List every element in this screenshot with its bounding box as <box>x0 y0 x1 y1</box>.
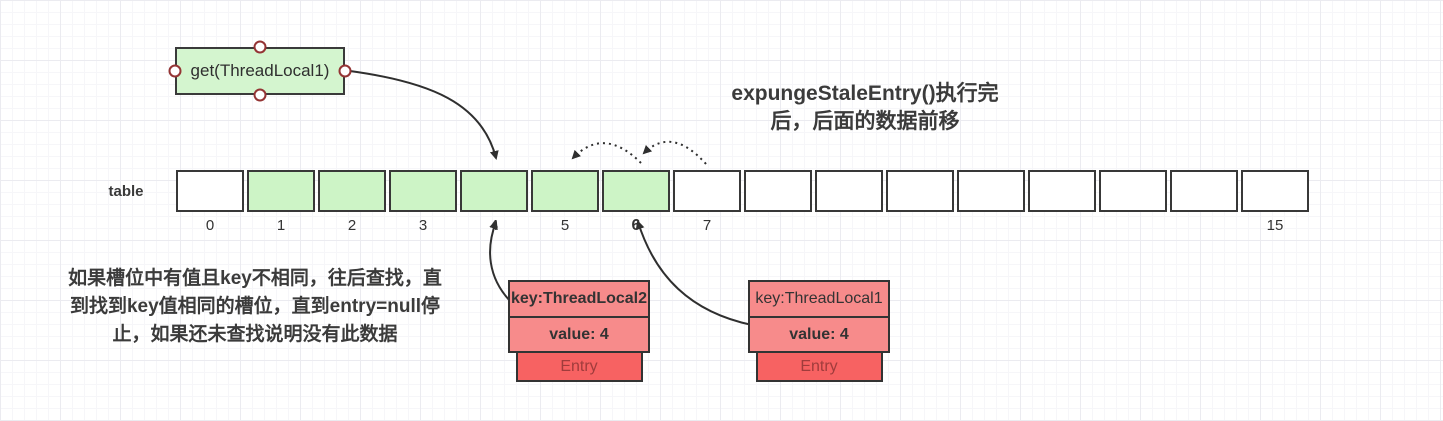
entry-threadlocal2-value: value: 4 <box>508 316 650 353</box>
index-label-10 <box>886 217 954 235</box>
dotted-arrow-slot6-to-slot5[interactable] <box>571 142 642 164</box>
entry-threadlocal1-value: value: 4 <box>748 316 890 353</box>
index-label-7: 7 <box>702 217 712 234</box>
index-label-0: 0 <box>205 217 215 234</box>
index-label-4: 4 <box>489 217 499 234</box>
table-slot-12[interactable] <box>1028 170 1096 212</box>
selection-handle-bottom[interactable] <box>253 88 267 102</box>
selection-handle-right[interactable] <box>338 64 352 78</box>
table-slot-3[interactable] <box>389 170 457 212</box>
table-index-row: 0 1 2 3 4 5 6 7 15 <box>176 217 1309 235</box>
index-label-8 <box>744 217 812 235</box>
entry-threadlocal2-key: key:ThreadLocal2 <box>508 280 650 318</box>
table-slot-7[interactable] <box>673 170 741 212</box>
table-slot-9[interactable] <box>815 170 883 212</box>
entry-threadlocal2-label: Entry <box>515 351 643 382</box>
index-label-12 <box>1028 217 1096 235</box>
table-slot-4[interactable] <box>460 170 528 212</box>
index-label-2: 2 <box>347 217 357 234</box>
table-slot-2[interactable] <box>318 170 386 212</box>
index-label-11 <box>957 217 1025 235</box>
note-line-3: 止，如果还未查找说明没有此数据 <box>112 324 398 345</box>
index-label-15: 15 <box>1266 217 1284 234</box>
table-slot-5[interactable] <box>531 170 599 212</box>
table-slot-15[interactable] <box>1241 170 1309 212</box>
dotted-arrow-slot7-to-slot6[interactable] <box>642 140 707 165</box>
table-array <box>176 170 1309 212</box>
note-annotation[interactable]: 如果槽位中有值且key不相同，往后查找，直 到找到key值相同的槽位，直到ent… <box>30 265 480 349</box>
title-line-1: expungeStaleEntry()执行完 <box>731 82 999 105</box>
note-line-2: 到找到key值相同的槽位，直到entry=null停 <box>69 296 441 317</box>
entry-threadlocal1-key: key:ThreadLocal1 <box>748 280 890 318</box>
get-threadlocal1-box[interactable]: get(ThreadLocal1) <box>168 40 352 102</box>
entry-threadlocal2[interactable]: key:ThreadLocal2 value: 4 Entry <box>508 280 650 382</box>
index-label-6: 6 <box>631 217 641 234</box>
arrow-entry1-to-slot6[interactable] <box>635 220 753 326</box>
table-slot-6[interactable] <box>602 170 670 212</box>
title-line-2: 后，后面的数据前移 <box>770 110 960 133</box>
table-slot-10[interactable] <box>886 170 954 212</box>
selection-handle-top[interactable] <box>253 40 267 54</box>
table-slot-14[interactable] <box>1170 170 1238 212</box>
table-slot-13[interactable] <box>1099 170 1167 212</box>
index-label-5: 5 <box>560 217 570 234</box>
index-label-13 <box>1099 217 1167 235</box>
index-label-1: 1 <box>276 217 286 234</box>
arrow-get-to-slot4[interactable] <box>349 70 499 160</box>
table-slot-8[interactable] <box>744 170 812 212</box>
get-threadlocal1-label: get(ThreadLocal1) <box>190 61 330 80</box>
entry-threadlocal1-label: Entry <box>755 351 883 382</box>
note-line-1: 如果槽位中有值且key不相同，往后查找，直 <box>68 268 442 289</box>
index-label-14 <box>1170 217 1238 235</box>
title-annotation[interactable]: expungeStaleEntry()执行完 后，后面的数据前移 <box>665 80 1065 136</box>
selection-handle-left[interactable] <box>168 64 182 78</box>
table-slot-1[interactable] <box>247 170 315 212</box>
table-label: table <box>108 183 144 200</box>
table-slot-11[interactable] <box>957 170 1025 212</box>
table-slot-0[interactable] <box>176 170 244 212</box>
entry-threadlocal1[interactable]: key:ThreadLocal1 value: 4 Entry <box>748 280 890 382</box>
index-label-3: 3 <box>418 217 428 234</box>
index-label-9 <box>815 217 883 235</box>
